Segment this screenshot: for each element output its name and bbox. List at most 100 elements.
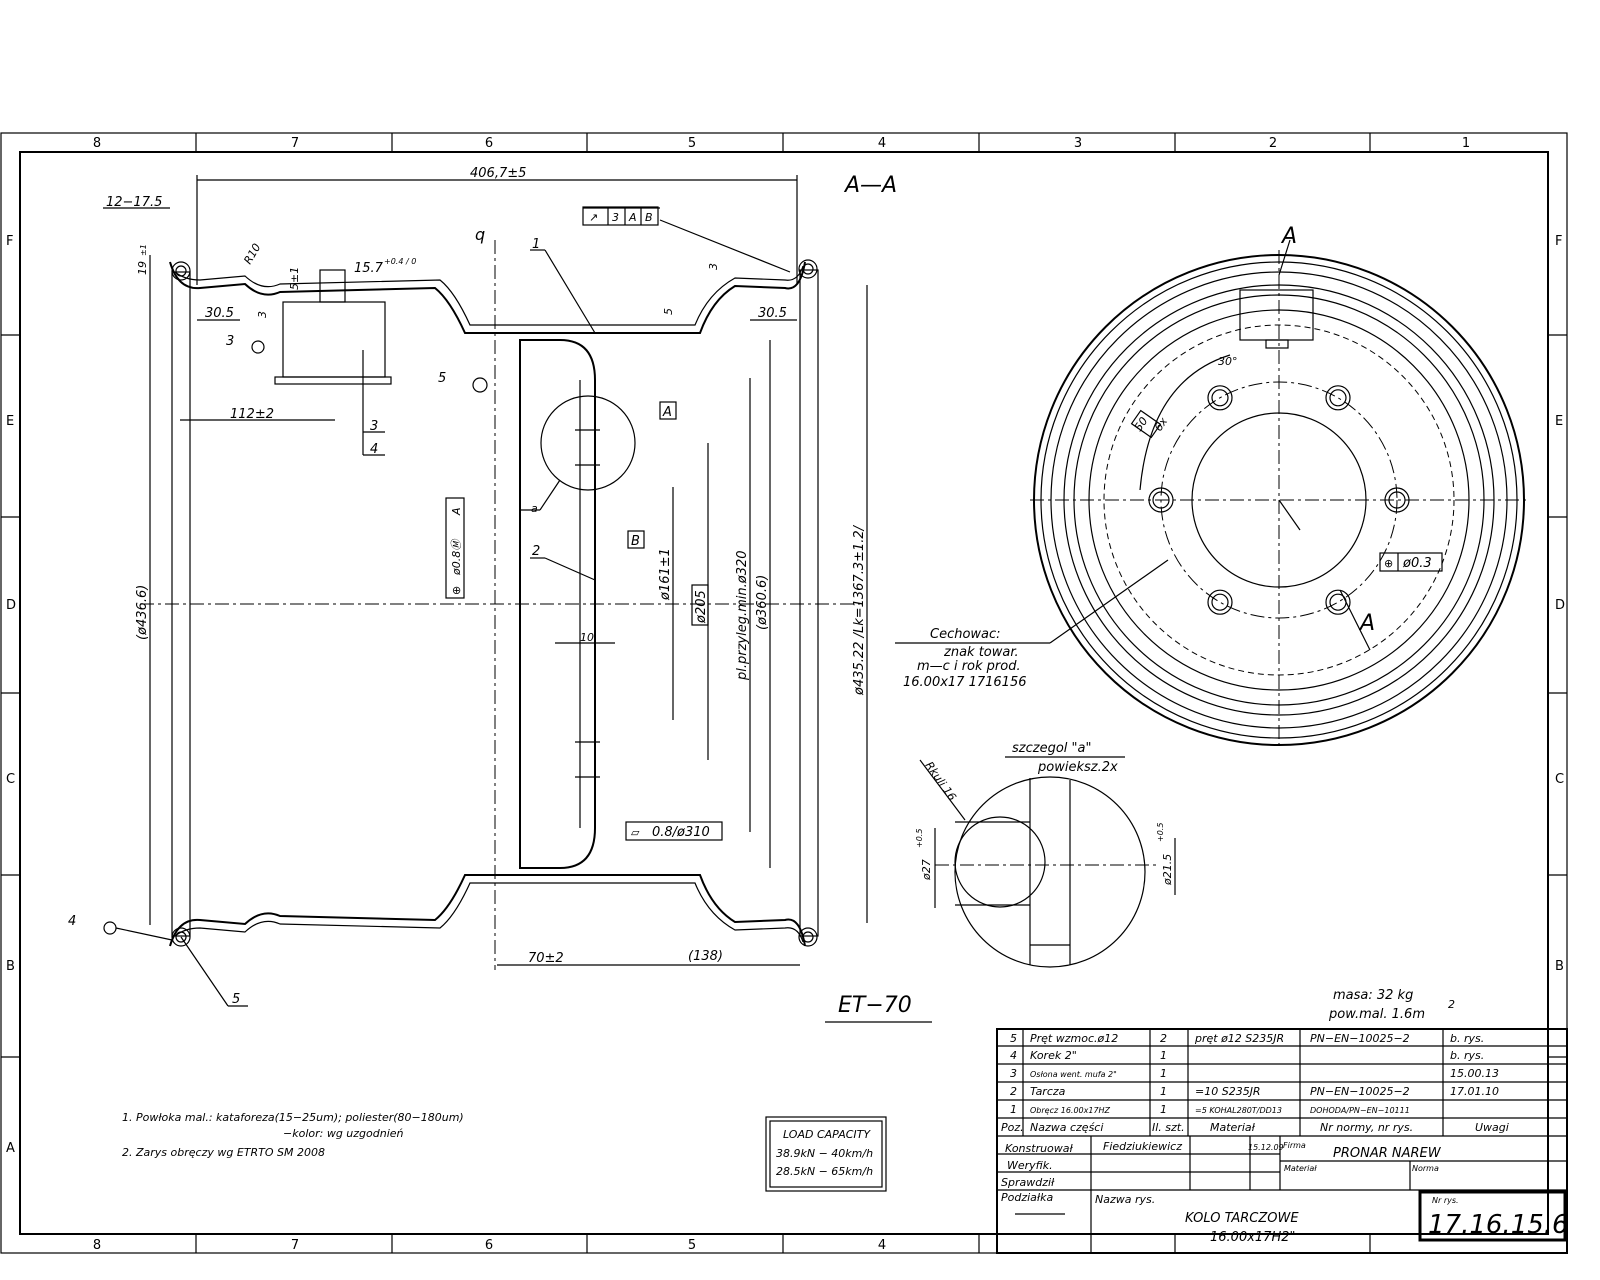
row-label: C: [1555, 772, 1564, 787]
firm-label: Firma: [1283, 1141, 1306, 1150]
position-tolerance-frame: ⊕ ø0.8Ⓜ A: [445, 497, 465, 599]
part-callout-1: 1: [532, 237, 540, 252]
row-label: E: [6, 414, 14, 429]
svg-text:0.8/ø310: 0.8/ø310: [652, 825, 710, 840]
drawing-number-label: Nr rys.: [1432, 1196, 1459, 1205]
part-callout-3: 3: [370, 419, 378, 434]
row-label: A: [6, 1141, 15, 1156]
weld-symbol-5: 5: [438, 371, 446, 386]
parts-list-header-cell: Poz.: [1001, 1121, 1024, 1134]
design-date: 15.12.09: [1248, 1143, 1284, 1152]
hole-size-label: 50: [1132, 415, 1151, 434]
column-label: 4: [878, 136, 886, 151]
paint-area-exponent: 2: [1448, 998, 1455, 1011]
valve-position-dimension: 112±2: [230, 407, 274, 422]
row-label: E: [1555, 414, 1563, 429]
column-label: 1: [1462, 136, 1470, 151]
designed-label: Konstruował: [1005, 1142, 1074, 1155]
load-capacity-box: LOAD CAPACITY 38.9kN − 40km/h 28.5kN − 6…: [765, 1116, 887, 1192]
parts-list-cell: Tarcza: [1030, 1085, 1066, 1098]
bolt-hole: [1325, 385, 1351, 411]
parts-list-cell: 1: [1010, 1103, 1017, 1116]
row-label: F: [6, 234, 13, 249]
svg-text:B: B: [645, 211, 653, 224]
seat-left-dimension: 30.5: [205, 306, 234, 321]
parts-list-cell: 15.00.13: [1450, 1067, 1499, 1080]
width-dimension: 406,7±5: [470, 166, 526, 181]
offset-dimension: 70±2: [528, 951, 564, 966]
parts-list-cell: =10 S235JR: [1195, 1085, 1261, 1098]
front-view: A A 30° 6x 50 ⊕ ø0.3 Cechowac: znak towa…: [895, 224, 1530, 750]
part-callout-5: 5: [232, 992, 240, 1007]
column-label: 7: [291, 136, 299, 151]
detail-scale: powieksz.2x: [1037, 760, 1118, 775]
offset-label: ET−70: [838, 993, 912, 1018]
parts-list-cell: 5: [1010, 1032, 1017, 1045]
designer-name: Fiedziukiewicz: [1103, 1140, 1182, 1153]
section-view-labels: A—A ET−70 406,7±5 12−17.5 19 ±1 R10 5±1 …: [68, 166, 912, 1018]
parts-list-cell: 3: [1010, 1067, 1017, 1080]
bolt-hole: [1384, 487, 1410, 513]
weld-symbol-4: 4: [68, 914, 76, 929]
centerline-label: q: [475, 225, 485, 244]
runout-tolerance-frame: ↗ 3 A B: [582, 206, 659, 226]
angle-label: 30°: [1218, 355, 1238, 368]
checked-label: Sprawdził: [1001, 1176, 1055, 1189]
parts-list-cell: pręt ø12 S235JR: [1194, 1032, 1284, 1045]
note-2: 2. Zarys obręczy wg ETRTO SM 2008: [122, 1146, 325, 1159]
flange-offset-dimension: 12−17.5: [106, 195, 162, 210]
parts-list-cell: DOHODA/PN−EN−10111: [1310, 1106, 1410, 1115]
column-label: 3: [1074, 136, 1082, 151]
parts-list-cell: 4: [1010, 1049, 1017, 1062]
svg-text:⊕: ⊕: [450, 586, 463, 595]
bolt-hole: [1207, 385, 1233, 411]
svg-text:16.00x17 1716156: 16.00x17 1716156: [903, 675, 1026, 690]
well-depth-dimension: 5: [662, 308, 675, 315]
parts-list-cell: =5 KOHAL280T/DD13: [1195, 1106, 1282, 1115]
parts-list-cell: 1: [1160, 1067, 1167, 1080]
datum-b: B: [627, 530, 645, 549]
general-notes: 1. Powłoka mal.: kataforeza(15−25um); po…: [122, 1111, 464, 1159]
parts-list-cell: 17.01.10: [1450, 1085, 1499, 1098]
scale-label: Podziałka: [1001, 1191, 1053, 1204]
parts-list-cell: 1: [1160, 1103, 1167, 1116]
parts-list-cell: 1: [1160, 1049, 1167, 1062]
depth-dimension: 5±1: [288, 267, 301, 290]
parts-list-cell: Osłona went. mufa 2": [1030, 1070, 1117, 1079]
bead-diameter-dimension: ø435.22 /Lk=1367.3±1.2/: [852, 524, 867, 696]
row-label: B: [1555, 959, 1564, 974]
firm-name: PRONAR NAREW: [1333, 1146, 1442, 1161]
runout-small-dimension: 3: [707, 263, 720, 270]
parts-list-cell: PN−EN−10025−2: [1310, 1032, 1410, 1045]
valve-hole-tol: +0.4 / 0: [384, 257, 416, 266]
column-label: 6: [485, 1238, 493, 1253]
row-label: B: [6, 959, 15, 974]
parts-list-cell: Korek 2": [1030, 1049, 1077, 1062]
svg-text:m—c i rok prod.: m—c i rok prod.: [917, 659, 1021, 674]
section-title: A—A: [843, 173, 897, 198]
paint-area-label: pow.mal. 1.6m: [1328, 1007, 1425, 1022]
verified-label: Weryfik.: [1007, 1159, 1053, 1172]
row-label: D: [1555, 598, 1565, 613]
column-labels-bottom: 8 7 6 5 4: [93, 1238, 886, 1253]
center-bore-position-dimension: ø161±1: [658, 548, 673, 601]
parts-list-header-cell: Uwagi: [1475, 1121, 1509, 1134]
detail-right-diameter: ø21.5: [1161, 854, 1174, 886]
svg-text:3: 3: [612, 211, 619, 224]
section-view: [103, 175, 932, 1023]
detail-radius: Rkuli 16: [923, 759, 959, 803]
column-label: 2: [1269, 136, 1277, 151]
svg-text:⊕: ⊕: [1384, 557, 1393, 570]
disc-thickness-dimension: 10: [580, 631, 594, 644]
load-capacity-title: LOAD CAPACITY: [783, 1128, 871, 1141]
parts-list-cell: 1: [1160, 1085, 1167, 1098]
section-mark-top: A: [1280, 224, 1297, 249]
svg-text:A: A: [450, 507, 463, 516]
part-callout-2: 2: [532, 544, 540, 559]
detail-title: szczegol "a": [1012, 741, 1091, 756]
front-position-tolerance-frame: ⊕ ø0.3: [1379, 552, 1443, 572]
